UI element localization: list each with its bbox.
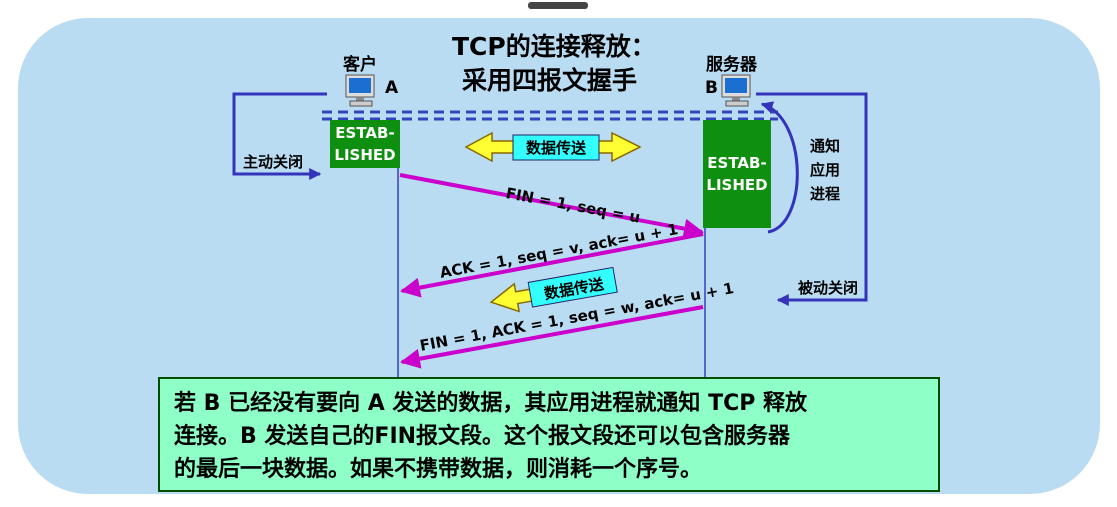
active-close-arrow bbox=[232, 92, 327, 180]
active-close-label: 主动关闭 bbox=[243, 153, 304, 171]
server-letter: B bbox=[705, 78, 718, 98]
note-line-3: 的最后一块数据。如果不携带数据，则消耗一个序号。 bbox=[174, 457, 703, 482]
passive-close-arrow bbox=[756, 92, 868, 306]
fin-arrow bbox=[399, 173, 704, 239]
fin-ack-arrow bbox=[400, 305, 704, 369]
notify-app-label: 通知 应用 进程 bbox=[810, 137, 841, 203]
notify-app-arrow bbox=[760, 101, 799, 234]
background-panel bbox=[18, 18, 1100, 494]
computer-icon bbox=[345, 74, 375, 107]
note-line-1: 若 B 已经没有要向 A 发送的数据，其应用进程就通知 TCP 释放 bbox=[174, 391, 808, 416]
server-established-box: ESTAB- LISHED bbox=[703, 120, 771, 228]
computer-icon bbox=[721, 74, 751, 107]
data-transfer-arrow-1 bbox=[464, 131, 642, 163]
data-transfer-label-1: 数据传送 bbox=[525, 139, 586, 157]
data-transfer-arrow-2 bbox=[489, 266, 618, 313]
diagram-title-line2: 采用四报文握手 bbox=[462, 66, 638, 95]
client-letter: A bbox=[385, 78, 399, 98]
ack-arrow bbox=[400, 232, 704, 298]
client-label: 客户 bbox=[343, 55, 377, 75]
server-label: 服务器 bbox=[706, 55, 757, 75]
explanation-note: 若 B 已经没有要向 A 发送的数据，其应用进程就通知 TCP 释放 连接。B … bbox=[158, 377, 940, 492]
diagram-title-line1: TCP的连接释放： bbox=[452, 32, 656, 61]
note-line-2: 连接。B 发送自己的FIN报文段。这个报文段还可以包含服务器 bbox=[174, 424, 791, 449]
client-established-box: ESTAB- LISHED bbox=[330, 120, 400, 168]
passive-close-label: 被动关闭 bbox=[798, 279, 859, 297]
top-handle bbox=[528, 2, 588, 9]
